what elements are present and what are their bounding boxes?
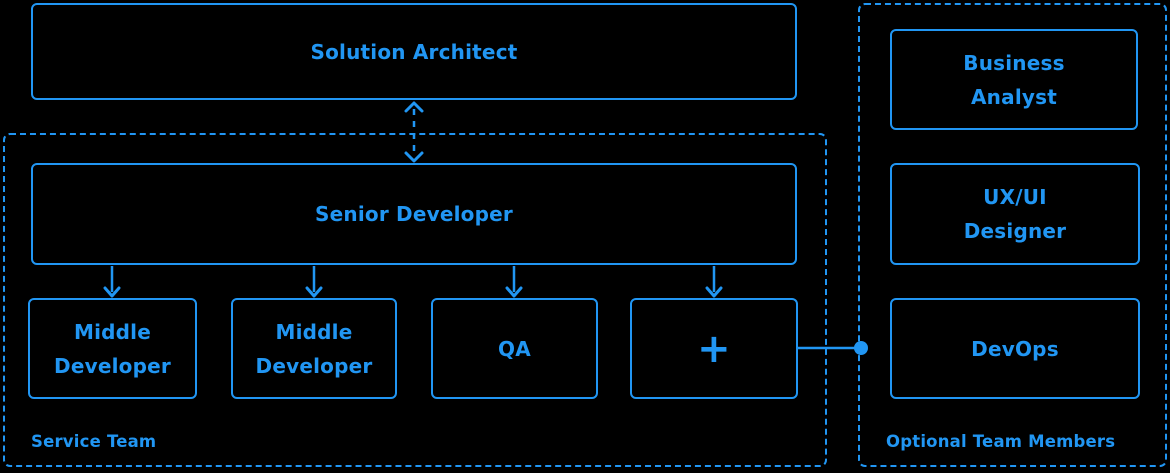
senior-developer-label: Senior Developer (315, 202, 513, 226)
solution-architect-box: Solution Architect (31, 3, 797, 100)
optional-team-members-label: Optional Team Members (886, 432, 1116, 451)
senior-developer-box: Senior Developer (31, 163, 797, 265)
solution-architect-label: Solution Architect (310, 39, 518, 64)
devops-label: DevOps (971, 336, 1059, 361)
middle-developer-label: Middle Developer (255, 319, 373, 378)
middle-developer-label: Middle Developer (54, 319, 171, 378)
middle-developer-box: Middle Developer (28, 298, 197, 399)
business-analyst-box: Business Analyst (890, 29, 1138, 130)
plus-icon: + (697, 325, 731, 372)
optional-team-members-group: Optional Team Members (858, 3, 1167, 467)
devops-box: DevOps (890, 298, 1140, 399)
qa-label: QA (498, 336, 531, 361)
uxui-designer-label: UX/UI Designer (963, 185, 1067, 243)
service-team-label: Service Team (31, 432, 157, 451)
middle-developer-box: Middle Developer (231, 298, 397, 399)
business-analyst-label: Business Analyst (963, 50, 1065, 109)
add-member-box: + (630, 298, 798, 399)
uxui-designer-box: UX/UI Designer (890, 163, 1140, 265)
qa-box: QA (431, 298, 598, 399)
